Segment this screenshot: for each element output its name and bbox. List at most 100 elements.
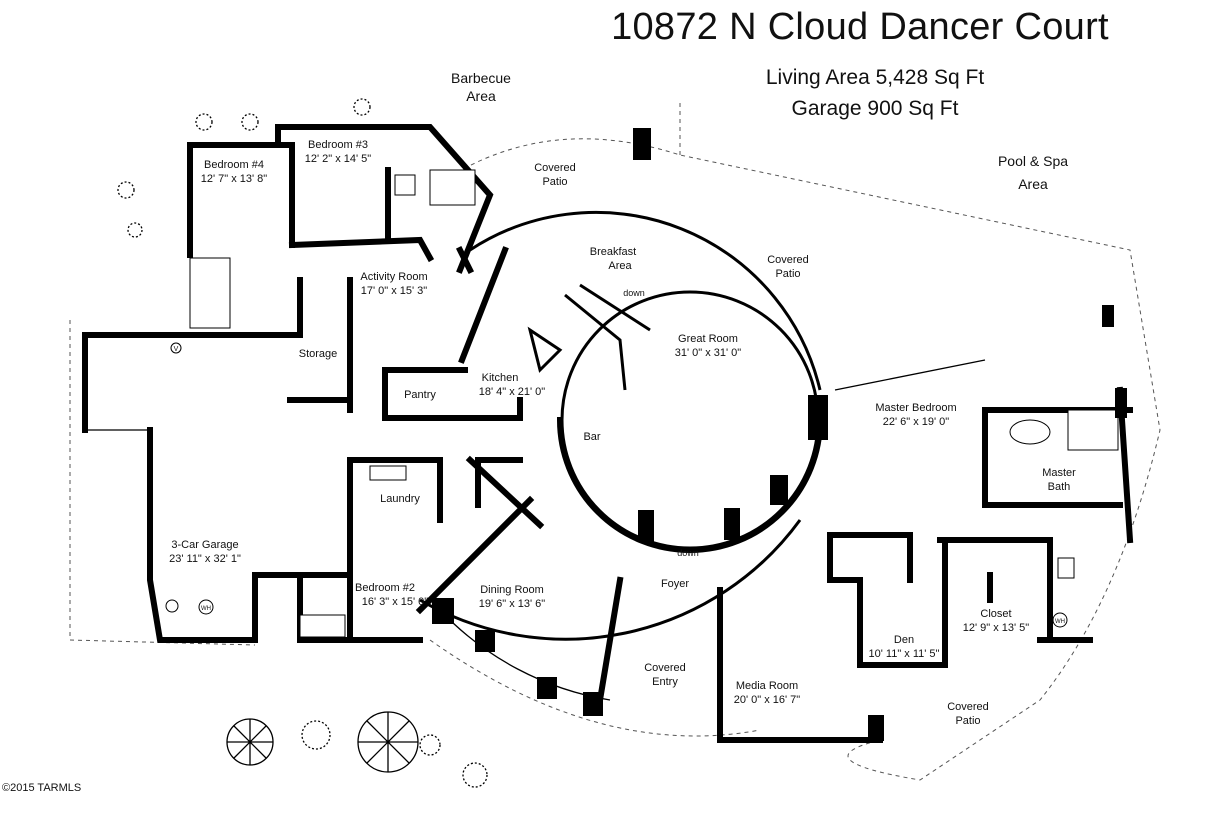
kitchen-size: 18' 4" x 21' 0" [479, 386, 546, 398]
covered-patio-top-1: Covered [534, 162, 576, 174]
garage-label: 3-Car Garage [171, 539, 238, 551]
master-window [834, 359, 986, 391]
bedroom3-walls [288, 167, 475, 275]
bedroom2-label: Bedroom #2 [355, 582, 415, 594]
shrub-icon [117, 98, 488, 788]
pool-label-2: Area [1018, 176, 1048, 192]
barbecue-label-1: Barbecue [451, 70, 511, 86]
master-bedroom-label: Master Bedroom [875, 402, 956, 414]
activity-size: 17' 0" x 15' 3" [361, 285, 428, 297]
covered-patio-mid-1: Covered [767, 254, 809, 266]
water-heater-icon-2 [1052, 612, 1068, 628]
media-label: Media Room [736, 680, 798, 692]
bedroom2-size: 16' 3" x 15' 0" [362, 596, 429, 608]
laundry-label: Laundry [380, 493, 420, 505]
master-bath-label-2: Bath [1048, 481, 1071, 493]
shower-fixture [429, 169, 476, 206]
bedroom3-size: 12' 2" x 14' 5" [305, 153, 372, 165]
laundry-sink [369, 465, 407, 481]
covered-entry-2: Entry [652, 676, 678, 688]
valve-label: V [174, 346, 179, 353]
garage-size: 23' 11" x 32' 1" [169, 553, 241, 565]
barbecue-label-2: Area [466, 88, 496, 104]
pool-label-1: Pool & Spa [998, 153, 1068, 169]
bedroom-wing-walls [187, 124, 494, 274]
down-label-1: down [623, 288, 645, 298]
bedroom4-label: Bedroom #4 [204, 159, 264, 171]
patio-boundary [429, 138, 1161, 781]
bedroom2-walls [297, 572, 423, 643]
powder-room-walls [475, 457, 523, 508]
pillar [868, 715, 884, 741]
pillar [537, 677, 557, 699]
great-room-outline [560, 290, 820, 550]
great-room-wall [556, 416, 824, 553]
bar-label: Bar [583, 431, 600, 443]
covered-patio-br-2: Patio [955, 715, 980, 727]
wh-label-2: WH [1055, 619, 1065, 625]
activity-label: Activity Room [360, 271, 427, 283]
wh-label-1: WH [201, 606, 211, 612]
garage-fixture [165, 599, 179, 613]
bath4-fixtures [189, 257, 231, 329]
breakfast-label-1: Breakfast [590, 246, 636, 258]
covered-patio-top-2: Patio [542, 176, 567, 188]
dining-label: Dining Room [480, 584, 544, 596]
pillar [724, 508, 740, 540]
entry-boundary [429, 639, 761, 737]
kitchen-island [527, 326, 563, 373]
laundry-walls [287, 397, 443, 643]
water-heater-icon [198, 599, 214, 615]
covered-patio-mid-2: Patio [775, 268, 800, 280]
great-room-label: Great Room [678, 333, 738, 345]
tree-icon [357, 711, 419, 773]
covered-entry-1: Covered [644, 662, 686, 674]
master-bath-label-1: Master [1042, 467, 1076, 479]
garage-apron-boundary [69, 320, 256, 646]
bathtub-fixture [1009, 419, 1051, 445]
outer-arc-south [419, 519, 802, 641]
bedroom4-size: 12' 7" x 13' 8" [201, 173, 268, 185]
master-shower [1067, 409, 1119, 451]
pillar [638, 510, 654, 542]
master-bedroom-size: 22' 6" x 19' 0" [883, 416, 950, 428]
pillar [770, 475, 788, 505]
den-label: Den [894, 634, 914, 646]
covered-patio-br-1: Covered [947, 701, 989, 713]
media-size: 20' 0" x 16' 7" [734, 694, 801, 706]
living-area-text: Living Area 5,428 Sq Ft [765, 66, 985, 89]
page-title: 10872 N Cloud Dancer Court [611, 6, 1109, 48]
toilet-fixture-2 [1057, 557, 1075, 579]
breakfast-label-2: Area [608, 260, 632, 272]
closet-label: Closet [980, 608, 1011, 620]
dining-foyer-walls [415, 455, 883, 743]
storage-label: Storage [299, 348, 338, 360]
down-label-2: down [677, 548, 699, 558]
pillar [1102, 305, 1114, 327]
den-closet-walls [827, 532, 1053, 668]
pantry-walls [382, 246, 523, 421]
garage-walls [82, 277, 353, 643]
pillar [1115, 388, 1127, 418]
dining-window-arc [439, 609, 611, 701]
pantry-label: Pantry [404, 389, 436, 401]
pillar [475, 630, 495, 652]
pillar [432, 598, 454, 624]
pillar [583, 692, 603, 716]
copyright-text: ©2015 TARMLS [2, 782, 82, 794]
bedroom3-label: Bedroom #3 [308, 139, 368, 151]
dining-size: 19' 6" x 13' 6" [479, 598, 546, 610]
pillar [633, 128, 651, 160]
foyer-label: Foyer [661, 578, 689, 590]
great-room-size: 31' 0" x 31' 0" [675, 347, 742, 359]
garage-area-text: Garage 900 Sq Ft [791, 97, 959, 120]
bath2-tub [299, 614, 346, 638]
kitchen-label: Kitchen [482, 372, 519, 384]
outer-arc-north [469, 210, 822, 391]
den-size: 10' 11" x 11' 5" [869, 648, 940, 660]
tree-icon [226, 718, 274, 766]
closet-walls [987, 572, 1093, 643]
closet-size: 12' 9" x 13' 5" [963, 622, 1030, 634]
kitchen-counter [564, 283, 651, 391]
